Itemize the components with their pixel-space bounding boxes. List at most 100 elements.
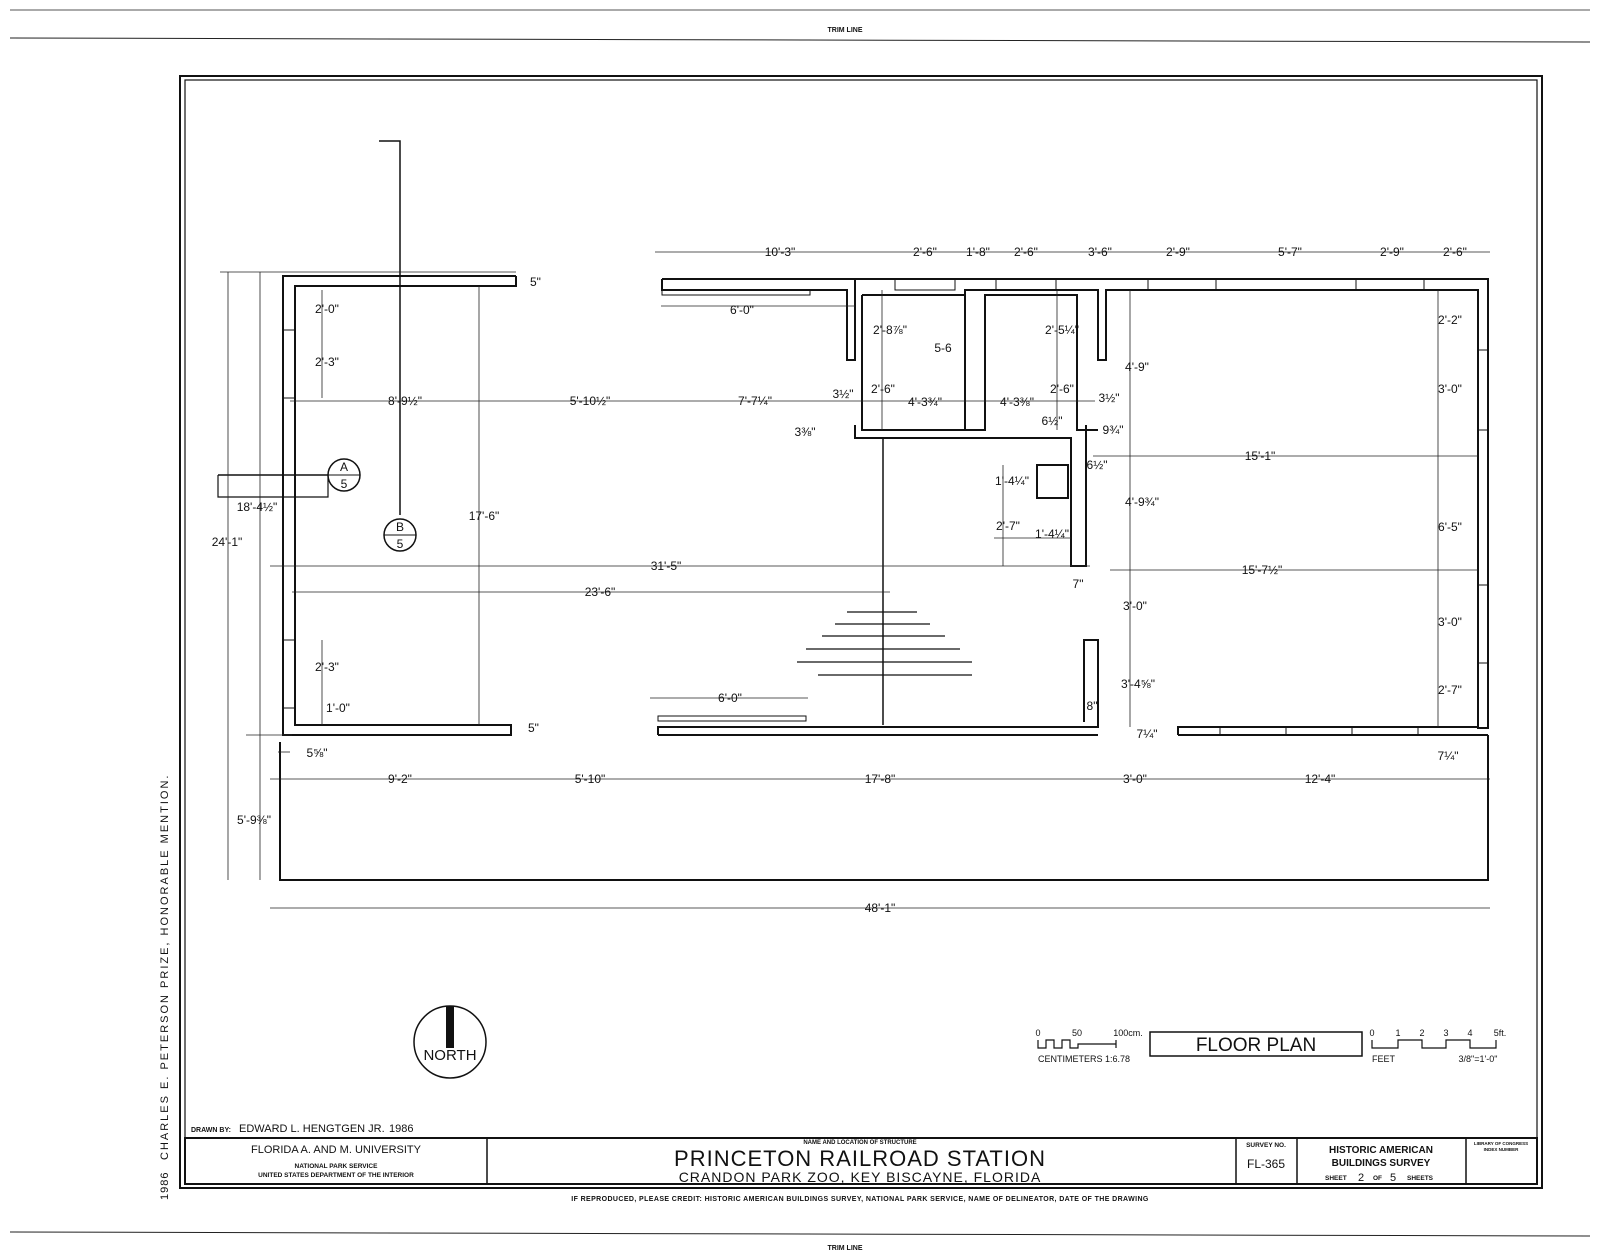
dim-bottom-offset: 5⅝" xyxy=(307,746,328,760)
drawn-by-name: EDWARD L. HENGTGEN JR. xyxy=(239,1123,385,1135)
window-room-a xyxy=(894,278,956,291)
dim-room-b-1: 2'-6" xyxy=(1050,382,1074,396)
section-a-letter: A xyxy=(340,460,348,474)
tb-agency1: NATIONAL PARK SERVICE xyxy=(295,1163,379,1170)
window-north-2 xyxy=(1355,278,1425,291)
dim-room-b-6: 6½" xyxy=(1087,458,1108,472)
sheet-title: FLOOR PLAN xyxy=(1196,1035,1316,1056)
windows xyxy=(282,278,1489,736)
trim-label-bottom: TRIM LINE xyxy=(828,1245,863,1252)
dim-lower-left-0: 2'-3" xyxy=(315,660,339,674)
outer-border xyxy=(179,75,1543,1189)
dim-room-b-5: 9¾" xyxy=(1103,423,1124,437)
dim-bottom-3: 3'-0" xyxy=(1123,772,1147,786)
window-south-2 xyxy=(1351,726,1419,736)
prize-year: 1986 xyxy=(159,1172,171,1200)
cut-line-bottom xyxy=(9,1231,1591,1237)
dim-east-wall-4: 2'-7" xyxy=(1438,683,1462,697)
dim-vert-2: 17'-6" xyxy=(469,509,500,523)
tb-university: FLORIDA A. AND M. UNIVERSITY xyxy=(251,1144,422,1156)
ft-tick-3: 3 xyxy=(1443,1028,1448,1038)
tb-loc-1: LIBRARY OF CONGRESS xyxy=(1474,1141,1528,1146)
cut-line-top xyxy=(9,37,1591,43)
dim-room-a-5: 3⅜" xyxy=(795,425,816,439)
dim-east-2: 4'-9¾" xyxy=(1125,495,1159,509)
drawn-by: DRAWN BY: EDWARD L. HENGTGEN JR. 1986 xyxy=(191,1123,413,1135)
stairs xyxy=(797,611,972,676)
drawn-by-year: 1986 xyxy=(389,1123,413,1135)
wall-west xyxy=(282,275,517,736)
dim-room-a-0: 2'-8⅞" xyxy=(873,323,907,337)
dim-room-b-3: 6½" xyxy=(1042,414,1063,428)
dim-room-a-2: 2'-6" xyxy=(871,382,895,396)
dim-long-0: 31'-5" xyxy=(651,559,682,573)
platform-outline xyxy=(279,735,1489,881)
dim-top-6: 5'-7" xyxy=(1278,245,1302,259)
room-a xyxy=(861,294,966,431)
window-east-1 xyxy=(1477,349,1489,431)
dim-window-top-left: 6'-0" xyxy=(730,303,754,317)
tb-survey-no: FL-365 xyxy=(1247,1157,1285,1171)
dim-left-bay-1: 2'-3" xyxy=(315,355,339,369)
metric-label: CENTIMETERS 1:6.78 xyxy=(1038,1054,1130,1064)
tb-structure-label: NAME AND LOCATION OF STRUCTURE xyxy=(803,1140,916,1146)
prize-text: CHARLES E. PETERSON PRIZE, HONORABLE MEN… xyxy=(159,774,171,1160)
ft-tick-0: 0 xyxy=(1369,1028,1374,1038)
dim-main-2: 7'-7¼" xyxy=(738,394,772,408)
tb-sheet-of: OF xyxy=(1373,1175,1382,1182)
tb-location: CRANDON PARK ZOO, KEY BISCAYNE, FLORIDA xyxy=(679,1169,1042,1185)
tb-survey-label: SURVEY NO. xyxy=(1246,1142,1286,1149)
window-east-2 xyxy=(1477,584,1489,664)
section-cuts xyxy=(217,140,401,515)
window-nw xyxy=(661,289,811,296)
title-block: FLORIDA A. AND M. UNIVERSITY NATIONAL PA… xyxy=(184,1137,1538,1185)
window-south-1 xyxy=(1219,726,1287,736)
tb-structure-name: PRINCETON RAILROAD STATION xyxy=(674,1146,1046,1171)
window-north-1 xyxy=(1147,278,1217,291)
dimension-lines xyxy=(220,251,1490,909)
dim-main-1: 5'-10½" xyxy=(570,394,611,408)
dim-top-1: 2'-6" xyxy=(913,245,937,259)
dim-overall: 48'-1" xyxy=(865,901,896,915)
tb-sheet-no: 2 xyxy=(1358,1172,1364,1184)
prize-note: 1986 CHARLES E. PETERSON PRIZE, HONORABL… xyxy=(159,774,171,1200)
section-a-sheet: 5 xyxy=(341,477,348,491)
dim-bottom-2: 17'-8" xyxy=(865,772,896,786)
dim-east-1: 15'-1" xyxy=(1245,449,1276,463)
window-room-b xyxy=(995,278,1057,291)
section-marker-b[interactable]: B 5 xyxy=(383,518,417,552)
dim-east-5: 3'-4⅝" xyxy=(1121,677,1155,691)
tb-loc-2: INDEX NUMBER xyxy=(1484,1147,1520,1152)
section-marker-a[interactable]: A 5 xyxy=(327,458,361,492)
tb-habs-2: BUILDINGS SURVEY xyxy=(1332,1158,1431,1169)
dim-top-8: 2'-6" xyxy=(1443,245,1467,259)
dim-left-low: 5'-9⅜" xyxy=(237,813,271,827)
tb-habs-1: HISTORIC AMERICAN xyxy=(1329,1145,1433,1156)
dim-east-wall-2: 6'-5" xyxy=(1438,520,1462,534)
dim-left-bay-0: 2'-0" xyxy=(315,302,339,316)
tb-sheet-prefix: SHEET xyxy=(1325,1175,1347,1182)
window-west-1 xyxy=(282,329,296,399)
wall-south-west xyxy=(657,639,1099,735)
dim-east-wall-0: 2'-2" xyxy=(1438,313,1462,327)
ft-tick-5: 5ft. xyxy=(1494,1028,1507,1038)
dim-main-0: 8'-9½" xyxy=(388,394,422,408)
metric-tick-0: 0 xyxy=(1035,1028,1040,1038)
dim-east-6: 8" xyxy=(1087,699,1098,713)
dim-chimney-1: 2'-7" xyxy=(996,519,1020,533)
window-west-2 xyxy=(282,639,296,709)
dim-top-3: 2'-6" xyxy=(1014,245,1038,259)
dim-room-b-4: 3½" xyxy=(1099,391,1120,405)
corridor-wall xyxy=(854,425,1087,567)
floor-plan xyxy=(279,275,1489,881)
wall-north-west xyxy=(661,278,856,361)
section-a-line-pre xyxy=(217,475,329,498)
dim-room-a-4: 4'-3¾" xyxy=(908,395,942,409)
dim-room-a-3: 3½" xyxy=(833,387,854,401)
tb-sheet-total: 5 xyxy=(1390,1172,1396,1184)
inner-border xyxy=(184,79,1538,1185)
dim-corner: 7¼" xyxy=(1438,749,1459,763)
dim-east-wall-1: 3'-0" xyxy=(1438,382,1462,396)
metric-tick-1: 50 xyxy=(1072,1028,1082,1038)
